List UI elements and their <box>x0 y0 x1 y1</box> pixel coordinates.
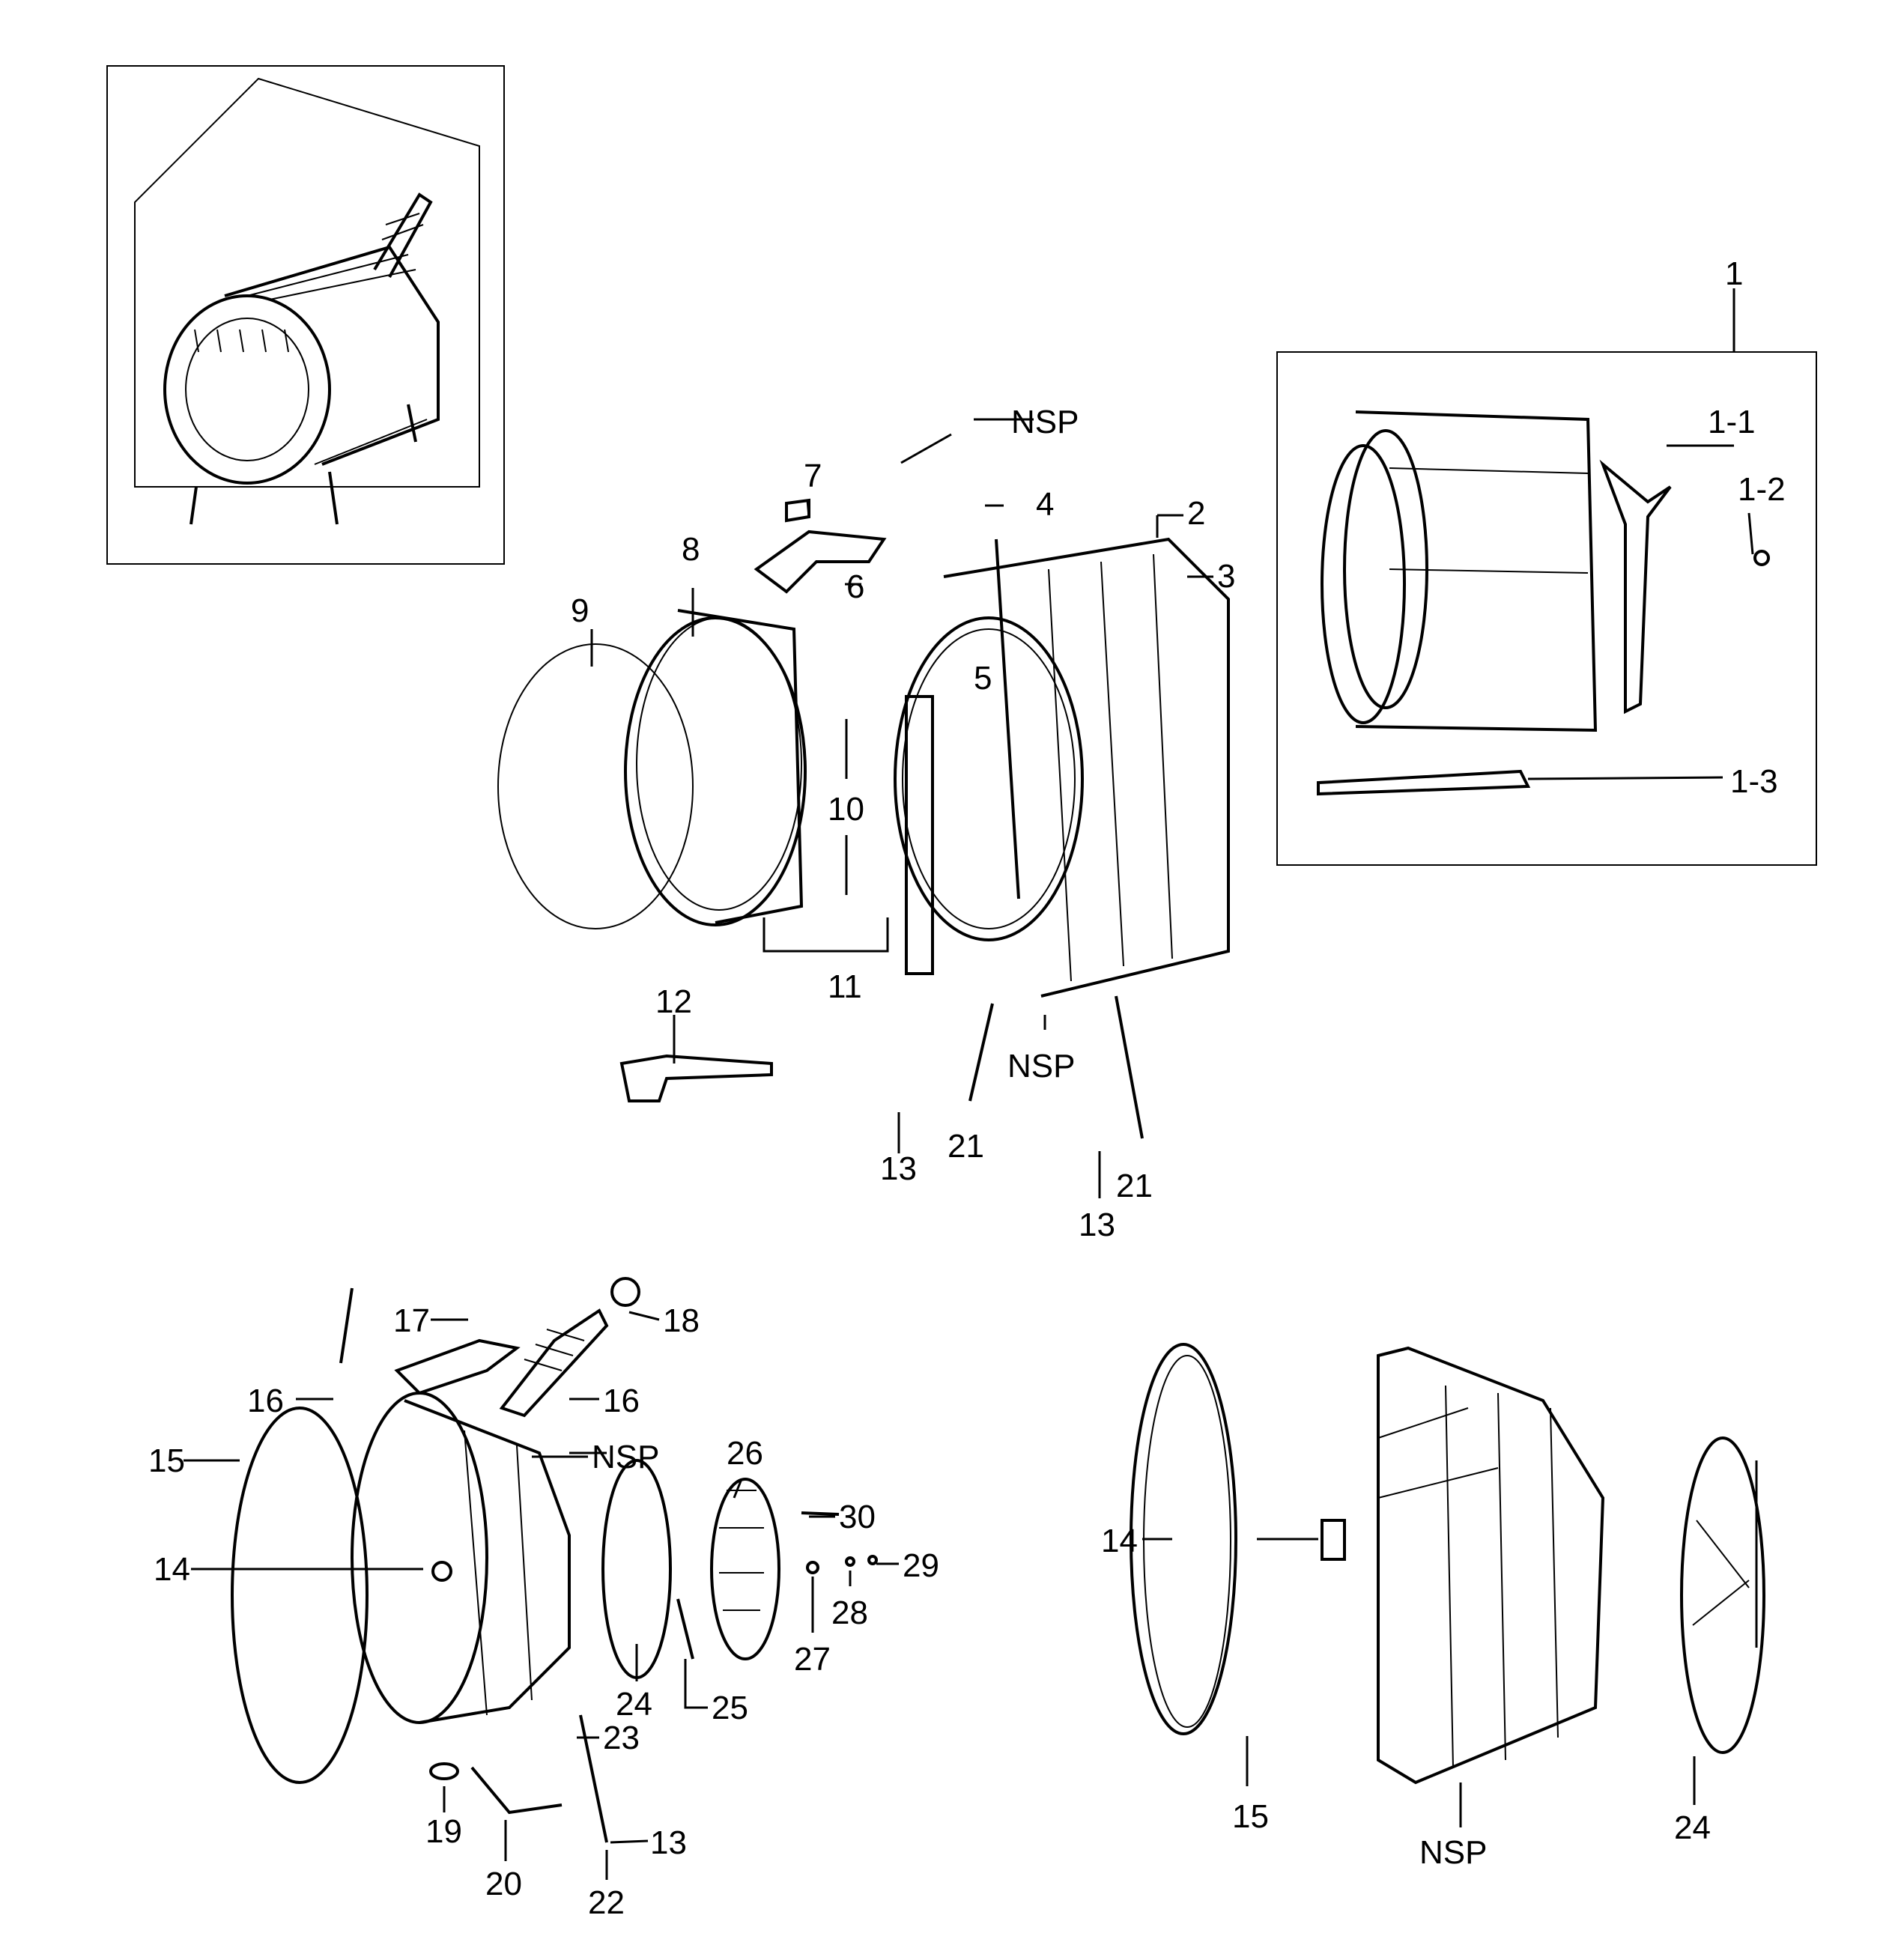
callout-21-b: 21 <box>1116 1168 1153 1204</box>
leader-lines <box>184 418 1758 1880</box>
callout-6: 6 <box>846 568 864 605</box>
drum-frame <box>1276 351 1817 866</box>
bolt-part-29 <box>867 1555 878 1565</box>
bracket-part-24-rear <box>1680 1436 1765 1754</box>
washer-part-27 <box>806 1561 819 1574</box>
callout-nsp-mid: NSP <box>1007 1048 1075 1084</box>
drain-hose-part-20 <box>470 1766 563 1815</box>
callout-15-a: 15 <box>148 1442 185 1479</box>
callout-23: 23 <box>603 1720 640 1756</box>
callout-1: 1 <box>1725 255 1743 292</box>
callout-25: 25 <box>712 1690 748 1726</box>
callout-19: 19 <box>425 1813 462 1850</box>
callout-7: 7 <box>804 458 822 494</box>
callout-13-a: 13 <box>880 1150 917 1187</box>
rear-view-assembly <box>1130 1343 1765 1785</box>
callout-14-b: 14 <box>1101 1523 1138 1559</box>
tub-opening <box>902 628 1076 929</box>
hose-left <box>394 1338 521 1395</box>
diaphragm-outline-part-9 <box>497 643 694 929</box>
callout-26: 26 <box>727 1435 763 1472</box>
callout-21-a: 21 <box>948 1128 984 1165</box>
hose-part-6 <box>754 530 887 594</box>
drum-body <box>1355 410 1598 732</box>
inset-backdrop <box>134 77 480 488</box>
damper-part-21-left <box>968 1003 994 1102</box>
callout-8: 8 <box>682 531 700 568</box>
callout-1-3: 1-3 <box>1730 763 1778 800</box>
nut-part-1-2 <box>1753 550 1770 566</box>
inset-frame <box>106 65 505 565</box>
callout-nsp-lower-right: NSP <box>1419 1834 1487 1871</box>
washer-part-28 <box>845 1556 855 1567</box>
callout-17: 17 <box>393 1302 430 1339</box>
callout-2: 2 <box>1187 495 1205 532</box>
damper-part-22 <box>579 1714 608 1843</box>
gasket-part-15 <box>231 1407 369 1784</box>
callout-1-1: 1-1 <box>1708 404 1756 440</box>
bellows-hose <box>499 1308 609 1418</box>
rotor-part-26 <box>710 1478 780 1660</box>
callout-28: 28 <box>831 1595 868 1631</box>
front-ring-part-8 <box>624 616 807 926</box>
rear-tub-outer <box>1377 1346 1605 1785</box>
clamp-part-19 <box>429 1762 459 1780</box>
assembled-tub-inset <box>106 65 505 565</box>
rear-tub-body <box>404 1399 571 1724</box>
gasket-part-15-rear <box>1130 1343 1237 1735</box>
callout-22: 22 <box>588 1884 625 1921</box>
bearing-part-14-rear <box>1321 1519 1346 1561</box>
callout-12: 12 <box>655 983 692 1020</box>
lifter-part-1-3 <box>1317 769 1531 796</box>
spring-part-17 <box>339 1287 354 1364</box>
callout-14-a: 14 <box>154 1551 190 1588</box>
heater-part-12 <box>619 1054 773 1102</box>
callout-labels: 1 1-1 1-2 1-3 2 3 4 5 6 7 8 9 10 11 12 1… <box>148 255 1786 1921</box>
spring-part-5 <box>995 538 1020 899</box>
callout-27: 27 <box>794 1641 831 1678</box>
bolt-part-30 <box>801 1511 840 1516</box>
callout-20: 20 <box>485 1866 522 1902</box>
callout-nsp-top: NSP <box>1011 404 1079 440</box>
callout-29: 29 <box>903 1547 939 1584</box>
clamp-part-7 <box>785 498 810 523</box>
callout-24-b: 24 <box>1674 1809 1711 1846</box>
callout-16-a: 16 <box>247 1383 284 1419</box>
callout-1-2: 1-2 <box>1738 471 1786 508</box>
clamp-part-18 <box>610 1277 640 1307</box>
drum-assembly-inset <box>1276 288 1817 866</box>
rear-tub-assembly <box>231 1277 878 1843</box>
callout-11: 11 <box>828 968 862 1005</box>
outer-tub-assembly <box>497 498 1230 1139</box>
callout-9: 9 <box>571 592 589 629</box>
callout-nsp-lower-left: NSP <box>592 1439 659 1475</box>
callout-30: 30 <box>839 1499 876 1535</box>
callout-5: 5 <box>974 660 992 697</box>
callout-16-b: 16 <box>603 1383 640 1419</box>
assembled-tub-drawing <box>163 192 440 525</box>
tub-body-part-3 <box>943 537 1230 998</box>
counterweight-part-10 <box>905 695 934 975</box>
stator-part-25 <box>676 1598 694 1660</box>
callout-13-b: 13 <box>1079 1207 1115 1243</box>
bearing-part-14-left <box>431 1561 452 1582</box>
callout-3: 3 <box>1217 558 1235 595</box>
callout-15-b: 15 <box>1232 1798 1269 1835</box>
front-ring-flange <box>677 609 804 924</box>
callout-18: 18 <box>663 1302 700 1339</box>
spider-part-1-1 <box>1599 459 1672 714</box>
callout-24-a: 24 <box>616 1686 652 1723</box>
damper-part-21-right <box>1115 995 1144 1139</box>
rear-tub-opening <box>351 1392 488 1724</box>
callout-13-c: 13 <box>650 1824 687 1861</box>
callout-10: 10 <box>828 791 864 828</box>
callout-4: 4 <box>1036 486 1054 523</box>
